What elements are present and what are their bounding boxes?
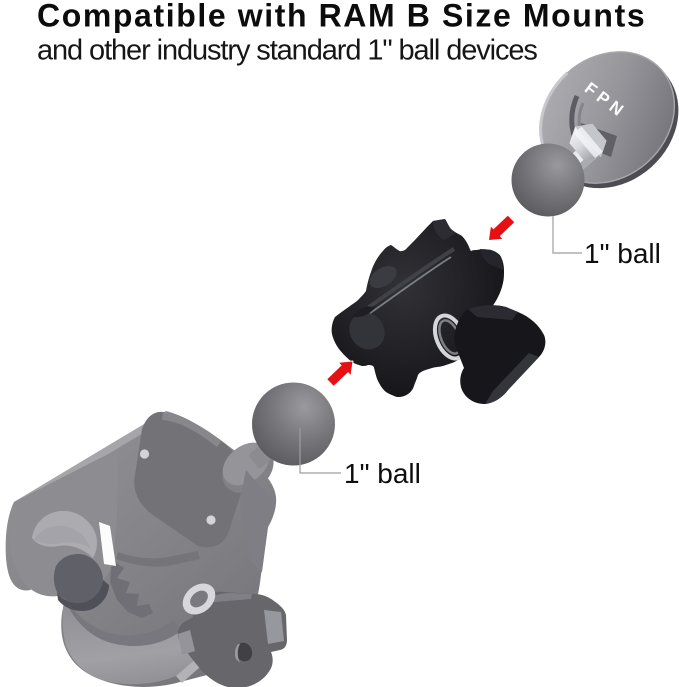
svg-text:1" ball: 1" ball: [344, 458, 421, 489]
svg-text:Compatible with RAM B Size Mou: Compatible with RAM B Size Mounts: [37, 0, 646, 34]
svg-text:1" ball: 1" ball: [584, 238, 661, 269]
svg-text:and other industry standard 1": and other industry standard 1" ball devi…: [37, 35, 537, 67]
